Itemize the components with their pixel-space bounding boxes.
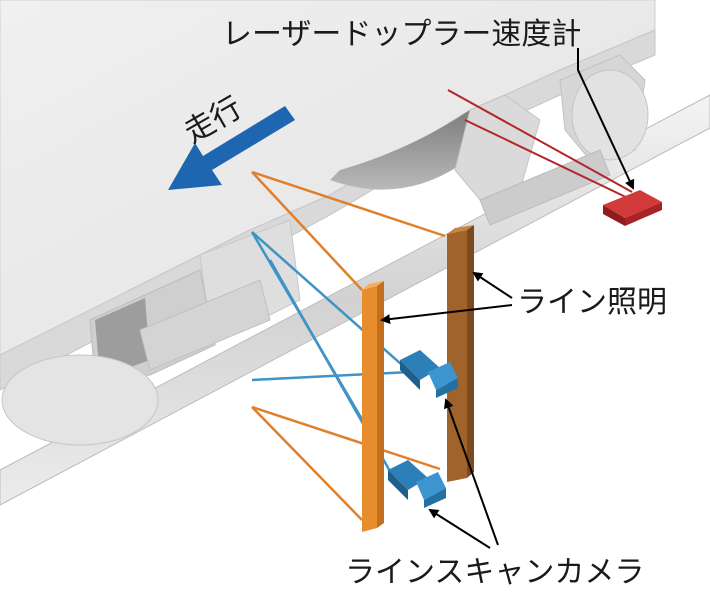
speedometer-leader (577, 48, 635, 190)
light-leader-front (380, 304, 513, 325)
direction-arrow-shape (168, 106, 295, 190)
line-light-back (447, 225, 474, 482)
sensor-front (625, 202, 662, 226)
illumination-light-fan (251, 170, 446, 521)
direction-arrow (168, 106, 295, 190)
light-leader-back (472, 271, 513, 299)
camera-label: ラインスキャンカメラ (345, 555, 644, 590)
speedometer-label: レーザードップラー速度計 (222, 17, 581, 52)
sensor-top (603, 190, 662, 218)
laser-beam-1 (447, 89, 633, 193)
laser-speedometer (447, 89, 662, 226)
callout-leaders (380, 48, 635, 549)
bogie (1, 54, 649, 446)
line-scan-camera-lower (388, 460, 446, 508)
laser-beam-2 (464, 119, 633, 201)
camera-leader-upper (443, 398, 499, 546)
sensor-side (603, 205, 625, 226)
camera-leader-lower (428, 508, 491, 549)
line-light-label: ライン照明 (517, 285, 667, 320)
line-light-front (362, 281, 384, 532)
line-scan-camera-upper (400, 350, 458, 398)
